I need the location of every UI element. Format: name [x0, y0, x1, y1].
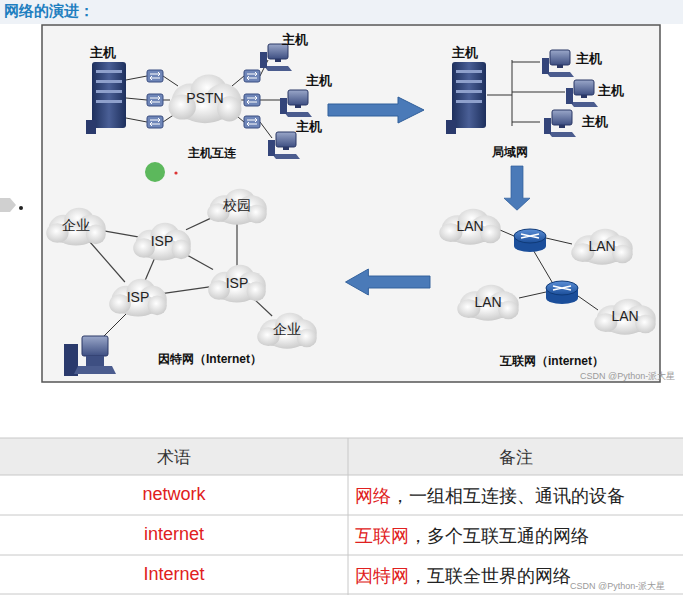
note-term: 互联网: [355, 524, 409, 548]
cloud-label: LAN: [456, 218, 483, 234]
network-cloud: LAN: [456, 282, 520, 322]
cloud-label: 校园: [223, 197, 251, 215]
cloud-label: LAN: [611, 308, 638, 324]
cloud-label: ISP: [127, 289, 150, 305]
host-label: 主机: [296, 118, 322, 136]
note-text: ，互联全世界的网络: [409, 564, 571, 588]
network-cloud: 校园: [206, 186, 268, 226]
network-cloud: LAN: [570, 226, 634, 266]
network-cloud: ISP: [207, 262, 267, 304]
network-cloud: PSTN: [167, 71, 243, 125]
network-cloud: ISP: [108, 276, 168, 318]
stage-caption: 因特网（Internet）: [158, 351, 262, 368]
network-link: [236, 220, 237, 268]
watermark: CSDN @Python-派大星: [570, 580, 665, 593]
watermark: CSDN @Python-派大星: [580, 370, 675, 383]
term-cell: internet: [144, 524, 204, 545]
cloud-label: LAN: [588, 238, 615, 254]
host-label: 主机: [582, 113, 608, 131]
network-link: [89, 241, 125, 282]
network-link: [144, 256, 155, 282]
host-label: 主机: [306, 72, 332, 90]
network-cloud: LAN: [593, 296, 657, 336]
note-term: 网络: [355, 484, 391, 508]
note-text: ，多个互联互通的网络: [409, 524, 589, 548]
term-cell: Internet: [143, 564, 204, 585]
host-label: 主机: [282, 31, 308, 49]
network-link: [186, 218, 212, 230]
stage-caption: 互联网（internet）: [500, 353, 604, 370]
cloud-label: LAN: [474, 294, 501, 310]
network-cloud: 企业: [45, 205, 107, 247]
cloud-label: ISP: [226, 275, 249, 291]
network-link: [162, 286, 213, 293]
title: 网络的演进：: [4, 2, 94, 21]
stage-caption: 局域网: [492, 144, 528, 161]
host-label: 主机: [576, 50, 602, 68]
cloud-label: 企业: [62, 217, 90, 235]
note-text: ，一组相互连接、通讯的设备: [391, 484, 625, 508]
table-header: 术语: [157, 446, 191, 469]
term-cell: network: [142, 484, 205, 505]
host-label: 主机: [452, 44, 478, 62]
note-term: 因特网: [355, 564, 409, 588]
cloud-label: PSTN: [186, 90, 223, 106]
stage-caption: 主机互连: [188, 145, 236, 162]
table-header: 备注: [499, 446, 533, 469]
host-label: 主机: [598, 82, 624, 100]
network-link: [101, 230, 138, 236]
host-label: 主机: [90, 44, 116, 62]
network-cloud: 企业: [256, 310, 318, 350]
network-cloud: LAN: [438, 206, 502, 246]
network-link: [186, 254, 213, 269]
cloud-label: ISP: [151, 233, 174, 249]
cloud-label: 企业: [273, 321, 301, 339]
network-cloud: ISP: [132, 220, 192, 262]
